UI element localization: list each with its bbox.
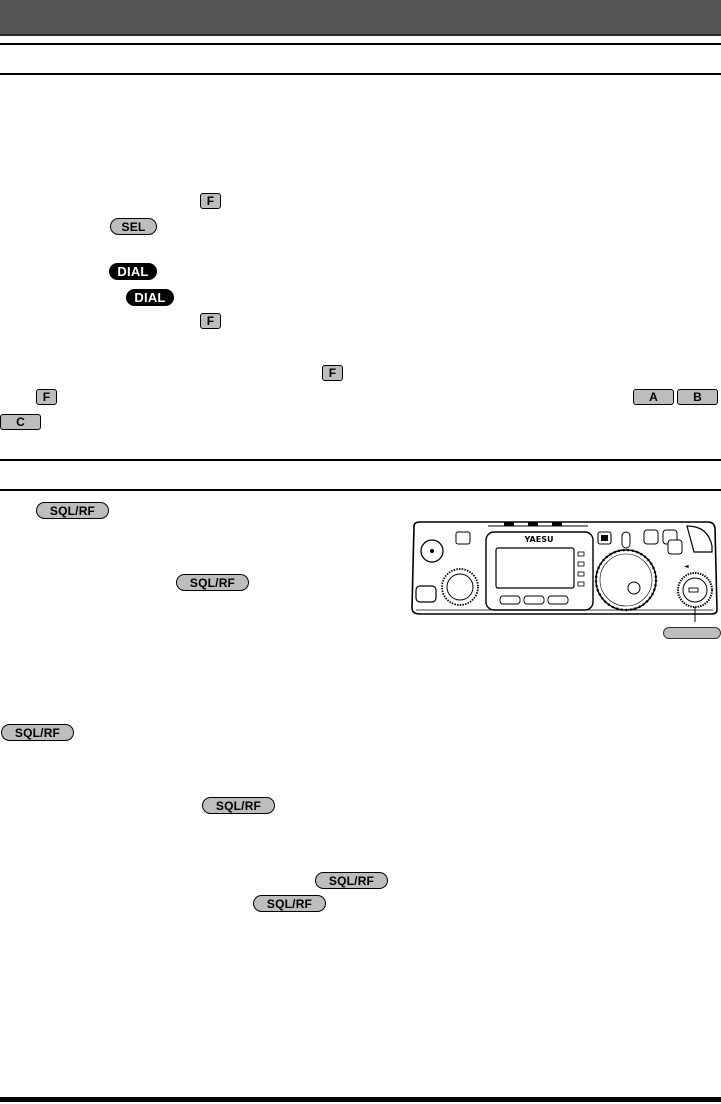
sql-rf-key: SQL/RF bbox=[253, 895, 326, 912]
page-bottom-rule bbox=[0, 1097, 721, 1102]
f-key: F bbox=[200, 193, 221, 209]
dial-key: DIAL bbox=[126, 289, 174, 306]
header-bar bbox=[0, 0, 721, 36]
f-key: F bbox=[36, 389, 57, 405]
radio-front-panel-illustration: YAESU ◄ bbox=[411, 521, 718, 622]
section-rule-bottom bbox=[0, 489, 721, 491]
dial-key: DIAL bbox=[109, 263, 157, 280]
section-rule-top bbox=[0, 459, 721, 461]
brand-logo: YAESU bbox=[524, 535, 554, 544]
sql-rf-key: SQL/RF bbox=[176, 574, 249, 591]
sql-rf-key: SQL/RF bbox=[202, 797, 275, 814]
b-key: B bbox=[677, 389, 718, 405]
sql-rf-key: SQL/RF bbox=[315, 872, 388, 889]
sql-rf-key: SQL/RF bbox=[1, 724, 74, 741]
c-key: C bbox=[0, 414, 41, 430]
f-key: F bbox=[200, 313, 221, 329]
section-rule-top bbox=[0, 43, 721, 45]
callout-label-tag bbox=[663, 627, 721, 639]
section-rule-bottom bbox=[0, 73, 721, 75]
f-key: F bbox=[322, 365, 343, 381]
sel-key: SEL bbox=[110, 218, 157, 235]
svg-text:◄: ◄ bbox=[684, 563, 689, 570]
sql-rf-key: SQL/RF bbox=[36, 502, 109, 519]
a-key: A bbox=[633, 389, 674, 405]
